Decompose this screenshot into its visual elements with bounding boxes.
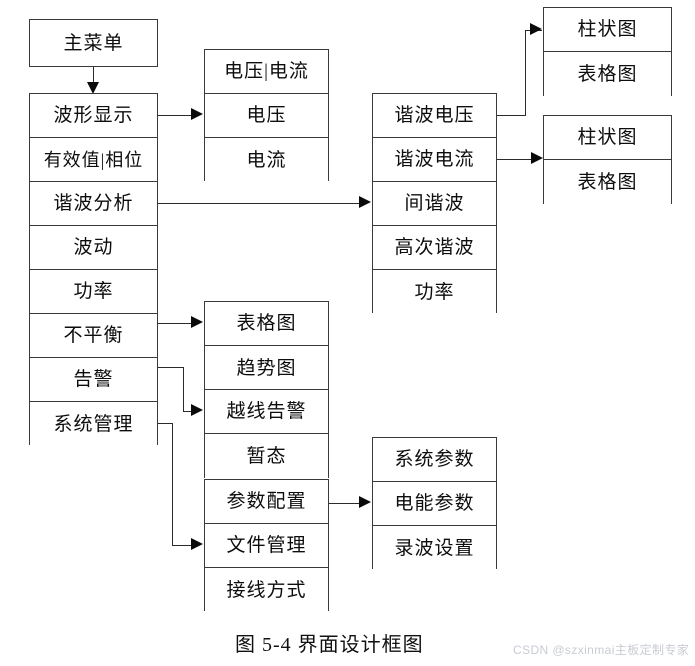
node-group-harmonic: 谐波电压 谐波电流 间谐波 高次谐波 功率: [372, 93, 497, 314]
arrowhead-right-bar-chart-2: [531, 152, 543, 164]
node-table-view[interactable]: 表格图: [205, 302, 328, 346]
node-wiring-mode[interactable]: 接线方式: [205, 568, 328, 612]
node-group-chart-1: 柱状图 表格图: [543, 7, 672, 96]
node-rms-phase[interactable]: 有效值|相位: [30, 138, 157, 182]
arrowhead-down-waveform: [87, 82, 99, 94]
arrowhead-right-over-limit-alarm: [191, 404, 203, 416]
edge-unbalance-to-table-view: [158, 323, 192, 324]
node-group-voltage-current: 电压|电流 电压 电流: [204, 49, 329, 182]
node-system-management[interactable]: 系统管理: [30, 402, 157, 446]
edge-harmonic-voltage-v: [525, 30, 526, 116]
node-bar-chart-1[interactable]: 柱状图: [544, 8, 671, 52]
node-voltage[interactable]: 电压: [205, 94, 328, 138]
arrowhead-right-voltage: [191, 108, 203, 120]
node-parameter-config[interactable]: 参数配置: [205, 480, 328, 524]
node-table-chart-1[interactable]: 表格图: [544, 52, 671, 96]
node-voltage-or-current[interactable]: 电压|电流: [205, 50, 328, 94]
edge-param-config-to-power-params: [329, 503, 360, 504]
node-alarm[interactable]: 告警: [30, 358, 157, 402]
node-harmonic-current[interactable]: 谐波电流: [373, 138, 496, 182]
node-system-parameters[interactable]: 系统参数: [373, 438, 496, 482]
node-transient[interactable]: 暂态: [205, 434, 328, 478]
edge-harmonic-current-to-chart2: [497, 159, 532, 160]
arrowhead-right-file-management: [191, 538, 203, 550]
node-record-settings[interactable]: 录波设置: [373, 526, 496, 570]
node-over-limit-alarm[interactable]: 越线告警: [205, 390, 328, 434]
node-file-management[interactable]: 文件管理: [205, 524, 328, 568]
edge-system-mgmt-h2: [172, 545, 193, 546]
node-group-chart-2: 柱状图 表格图: [543, 115, 672, 204]
node-trend-view[interactable]: 趋势图: [205, 346, 328, 390]
node-waveform-display[interactable]: 波形显示: [30, 94, 157, 138]
node-group-alarm-views: 越线告警 暂态: [204, 389, 329, 478]
watermark-text: CSDN @szxinmai主板定制专家: [513, 643, 690, 657]
edge-system-mgmt-v: [172, 423, 173, 545]
arrowhead-right-table-view: [191, 316, 203, 328]
arrowhead-right-bar-chart-1: [530, 23, 542, 35]
edge-system-mgmt-h1: [158, 423, 173, 424]
edge-alarm-v: [183, 367, 184, 411]
edge-alarm-h1: [158, 367, 184, 368]
arrowhead-right-interharmonic: [359, 196, 371, 208]
edge-harmonic-voltage-h1: [497, 115, 526, 116]
node-group-unbalance-views: 表格图 趋势图: [204, 301, 329, 390]
edge-waveform-to-voltage: [158, 115, 192, 116]
node-harmonic-analysis[interactable]: 谐波分析: [30, 182, 157, 226]
node-power[interactable]: 功率: [30, 270, 157, 314]
node-group-main-menu-list: 波形显示 有效值|相位 谐波分析 波动 功率 不平衡 告警 系统管理: [29, 93, 158, 446]
arrowhead-right-power-parameters: [359, 496, 371, 508]
edge-main-menu-to-waveform: [93, 67, 94, 84]
node-bar-chart-2[interactable]: 柱状图: [544, 116, 671, 160]
node-unbalance[interactable]: 不平衡: [30, 314, 157, 358]
node-interharmonic[interactable]: 间谐波: [373, 182, 496, 226]
node-fluctuation[interactable]: 波动: [30, 226, 157, 270]
figure-caption: 图 5-4 界面设计框图: [235, 634, 424, 656]
node-current[interactable]: 电流: [205, 138, 328, 182]
node-group-system-views: 参数配置 文件管理 接线方式: [204, 479, 329, 612]
node-group-root: 主菜单: [29, 19, 158, 67]
node-group-param: 系统参数 电能参数 录波设置: [372, 437, 497, 570]
node-high-order-harmonic[interactable]: 高次谐波: [373, 226, 496, 270]
edge-harmonic-analysis-to-interharmonic: [158, 203, 360, 204]
node-power-parameters[interactable]: 电能参数: [373, 482, 496, 526]
node-harmonic-power[interactable]: 功率: [373, 270, 496, 314]
node-harmonic-voltage[interactable]: 谐波电压: [373, 94, 496, 138]
node-main-menu[interactable]: 主菜单: [30, 20, 157, 66]
node-table-chart-2[interactable]: 表格图: [544, 160, 671, 204]
edge-alarm-h2: [183, 411, 193, 412]
